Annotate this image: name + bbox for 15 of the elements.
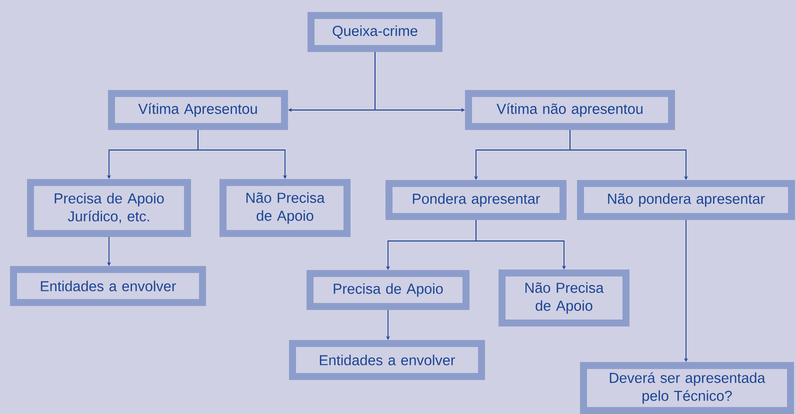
arrow <box>570 130 688 180</box>
hatched-box: Não Precisa de Apoio <box>220 179 350 237</box>
hatched-box: Vítima Apresentou <box>108 90 288 130</box>
arrow <box>476 220 566 270</box>
hatched-box: Precisa de Apoio Jurídico, etc. <box>27 179 191 237</box>
hatched-box: Queixa-crime <box>308 12 442 52</box>
hatched-box: Precisa de Apoio <box>306 270 470 310</box>
hatched-box: Entidades a envolver <box>289 340 485 380</box>
hatched-box: Não pondera apresentar <box>577 180 795 220</box>
hatched-box: Vítima não apresentou <box>465 90 675 130</box>
hatched-box: Entidades a envolver <box>10 266 206 306</box>
hatched-box: Pondera apresentar <box>386 180 566 220</box>
hatched-box: Não Precisa de Apoio <box>498 270 630 326</box>
hatched-box: Deverá ser apresentada pelo Técnico? <box>580 362 794 414</box>
arrow <box>198 130 288 179</box>
